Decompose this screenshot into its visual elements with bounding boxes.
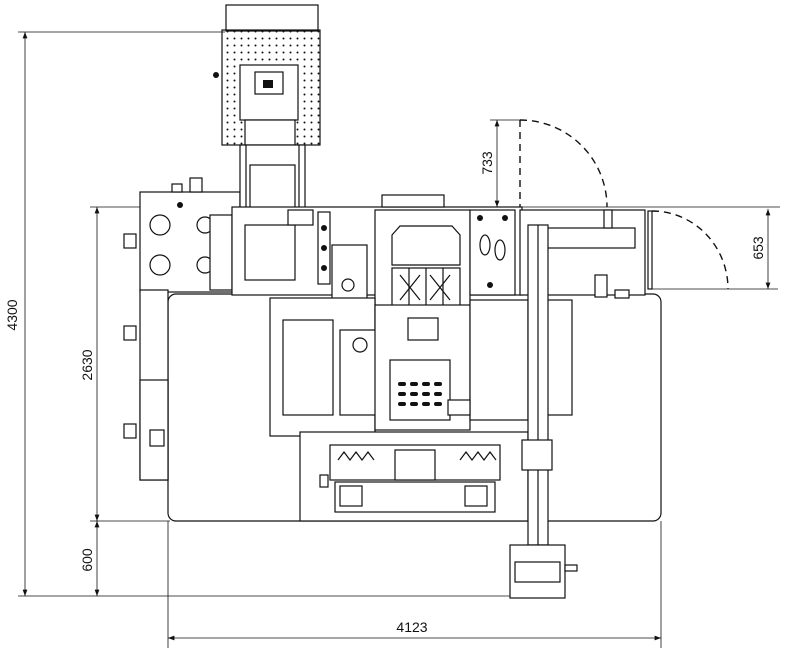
lower-frame — [299, 431, 529, 522]
dimension-600: 600 — [79, 521, 100, 596]
dimension-4123: 4123 — [168, 619, 661, 641]
dimension-label-653: 653 — [750, 236, 766, 260]
chip-conveyor — [509, 224, 578, 599]
middle-structure — [269, 297, 573, 437]
dimension-2630: 2630 — [79, 207, 100, 521]
dimension-label-4300: 4300 — [4, 299, 20, 330]
dimension-label-2630: 2630 — [79, 349, 95, 380]
right-side-area — [519, 209, 653, 299]
door-swing-arcs — [519, 119, 729, 290]
top-feed-unit — [213, 4, 321, 211]
central-body — [231, 194, 523, 311]
dimension-label-4123: 4123 — [396, 619, 427, 635]
dimension-653: 653 — [750, 209, 771, 289]
dimension-label-600: 600 — [79, 548, 95, 572]
dimension-4300: 4300 — [4, 31, 28, 596]
dimension-label-733: 733 — [479, 151, 495, 175]
dimension-733: 733 — [479, 120, 500, 207]
